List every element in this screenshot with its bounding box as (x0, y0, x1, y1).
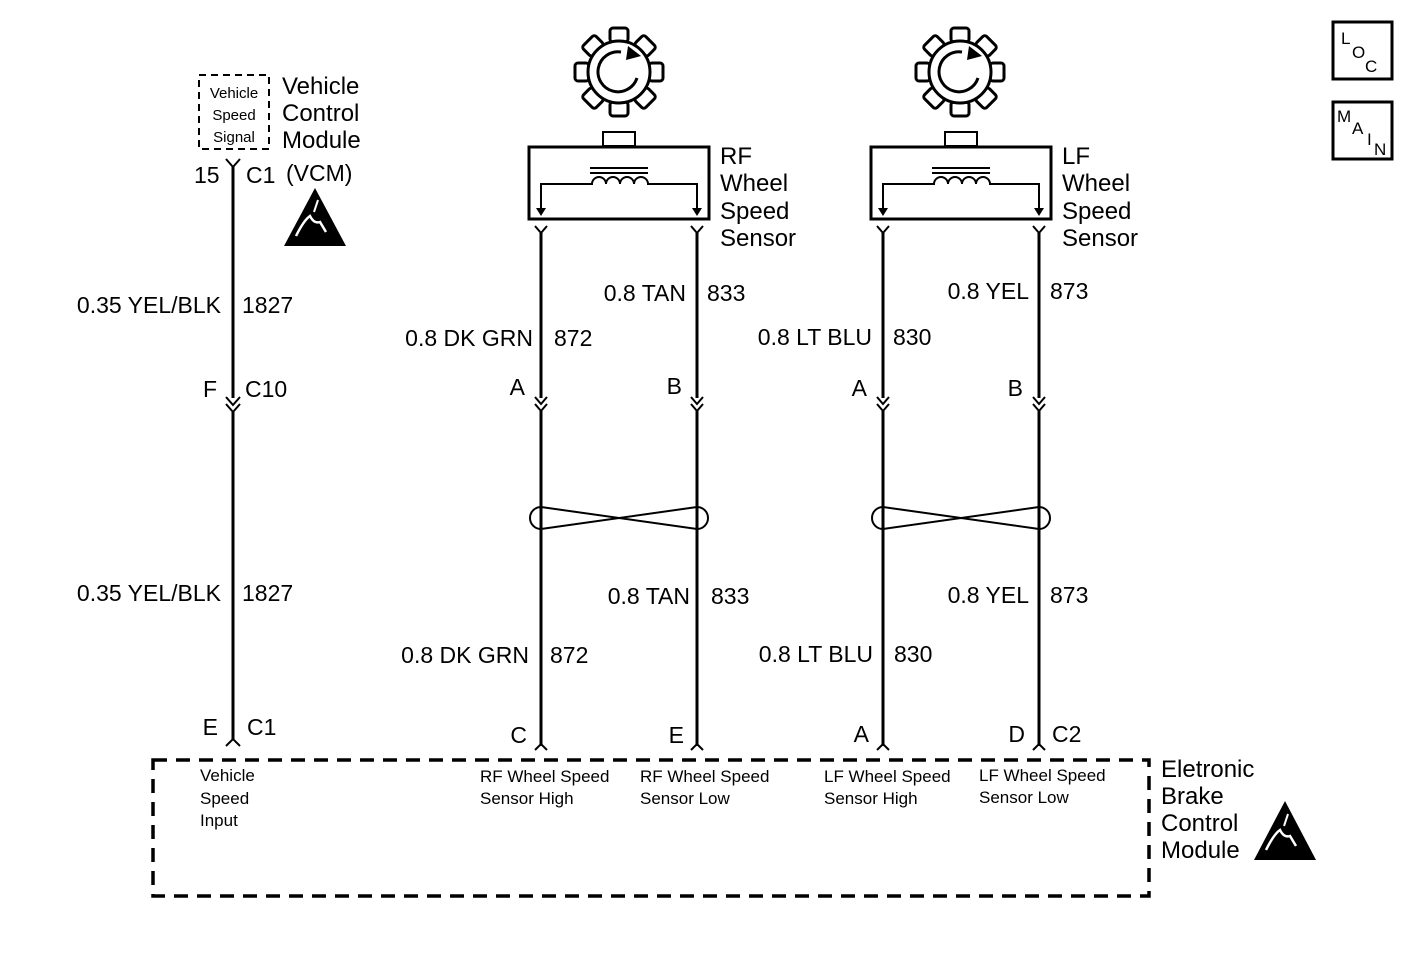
wire-1827-upper-spec: 0.35 YEL/BLK (77, 292, 222, 318)
rf-connector-a: A (510, 374, 526, 400)
ebcm-name-line-1: Eletronic (1161, 756, 1254, 783)
loc-letter-c: C (1365, 57, 1377, 76)
wire-872-lower-spec: 0.8 DK GRN (401, 642, 529, 668)
lf-sensor-label-3: Speed (1062, 198, 1131, 225)
ebcm-input-vsi-line-2: Speed (200, 789, 249, 808)
rf-connector-b: B (667, 373, 682, 399)
wire-872-upper-circuit: 872 (554, 325, 592, 351)
lf-wheel-speed-sensor: LF Wheel Speed Sensor (869, 26, 1138, 252)
wire-1827-lower-circuit: 1827 (242, 580, 293, 606)
main-button[interactable]: M A I N (1331, 100, 1394, 161)
vss-label-line-3: Signal (213, 129, 255, 146)
ebcm-input-rf-high-line-2: Sensor High (480, 789, 574, 808)
ebcm-rf-high-pin: C (510, 722, 527, 748)
vcm-pin-number: 15 (194, 162, 220, 188)
loc-letter-l: L (1341, 29, 1350, 48)
wire-833 (690, 225, 704, 751)
loc-letter-o: O (1352, 43, 1365, 62)
rf-sensor-body (527, 145, 711, 221)
vcm-name-line-3: Module (282, 127, 361, 154)
ebcm-name-line-3: Control (1161, 810, 1238, 837)
main-letter-n: N (1374, 140, 1386, 159)
lf-sensor-label-1: LF (1062, 143, 1090, 170)
wire-873-upper-circuit: 873 (1050, 278, 1088, 304)
rf-twisted-pair-symbol (529, 505, 709, 531)
wire-830 (876, 225, 890, 751)
wire-872-upper-spec: 0.8 DK GRN (405, 325, 533, 351)
loc-button[interactable]: L O C (1331, 20, 1394, 81)
ebcm-c1-connector: C1 (247, 714, 276, 740)
lf-twisted-pair-symbol (871, 505, 1051, 531)
ebcm-rf-low-pin: E (669, 722, 684, 748)
vss-label-line-2: Speed (212, 107, 255, 124)
lf-sensor-label-4: Sensor (1062, 225, 1138, 252)
ebcm-input-vsi-line-3: Input (200, 811, 238, 830)
ebcm-input-lf-low-line-2: Sensor Low (979, 788, 1069, 807)
ebcm-name-line-4: Module (1161, 837, 1240, 864)
wire-833-upper-circuit: 833 (707, 280, 745, 306)
main-letter-i: I (1367, 130, 1372, 149)
vcm-c10-pin: F (203, 376, 217, 402)
vcm-name-line-1: Vehicle (282, 73, 359, 100)
ebcm-input-rf-low-line-1: RF Wheel Speed (640, 767, 769, 786)
rf-sensor-label-1: RF (720, 143, 752, 170)
ebcm-input-lf-low-line-1: LF Wheel Speed (979, 766, 1106, 785)
vcm-abbreviation: (VCM) (286, 160, 352, 186)
rf-sensor-label-3: Speed (720, 198, 789, 225)
esd-warning-icon (284, 188, 346, 246)
wire-873-upper-spec: 0.8 YEL (948, 278, 1030, 304)
rf-reluctor-wheel-icon (573, 26, 665, 118)
lf-sensor-body (869, 145, 1053, 221)
ebcm-input-vsi-line-1: Vehicle (200, 766, 255, 785)
electronic-brake-control-module: Vehicle Speed Input RF Wheel Speed Senso… (151, 756, 1316, 898)
ebcm-input-rf-low-line-2: Sensor Low (640, 789, 730, 808)
rf-sensor-label-2: Wheel (720, 170, 788, 197)
wire-872-lower-circuit: 872 (550, 642, 588, 668)
wire-873-lower-spec: 0.8 YEL (948, 582, 1030, 608)
wire-1827-lower-spec: 0.35 YEL/BLK (77, 580, 222, 606)
wire-873 (1032, 225, 1046, 751)
ebcm-name-line-2: Brake (1161, 783, 1224, 810)
vcm-c10-connector: C10 (245, 376, 287, 402)
wire-833-lower-spec: 0.8 TAN (608, 583, 690, 609)
vcm-connector-id: C1 (246, 162, 275, 188)
vcm-name-line-2: Control (282, 100, 359, 127)
ebcm-boundary (151, 758, 1151, 898)
lf-sensor-label-2: Wheel (1062, 170, 1130, 197)
lf-reluctor-wheel-icon (914, 26, 1006, 118)
main-letter-a: A (1352, 119, 1364, 138)
esd-warning-icon (1254, 801, 1316, 860)
wire-1827 (225, 158, 241, 747)
ebcm-lf-high-pin: A (854, 721, 870, 747)
ebcm-lf-low-pin: D (1008, 721, 1025, 747)
wire-830-lower-circuit: 830 (894, 641, 932, 667)
vehicle-control-module: Vehicle Speed Signal Vehicle Control Mod… (194, 73, 361, 246)
wire-873-lower-circuit: 873 (1050, 582, 1088, 608)
rf-sensor-label-4: Sensor (720, 225, 796, 252)
wire-872 (534, 225, 548, 751)
ebcm-c2-connector: C2 (1052, 721, 1081, 747)
wire-830-lower-spec: 0.8 LT BLU (759, 641, 873, 667)
ebcm-input-lf-high-line-1: LF Wheel Speed (824, 767, 951, 786)
ebcm-input-rf-high-line-1: RF Wheel Speed (480, 767, 609, 786)
wire-833-lower-circuit: 833 (711, 583, 749, 609)
wire-830-upper-circuit: 830 (893, 324, 931, 350)
wire-830-upper-spec: 0.8 LT BLU (758, 324, 872, 350)
vss-label-line-1: Vehicle (210, 85, 258, 102)
main-letter-m: M (1337, 107, 1351, 126)
ebcm-vsi-pin: E (203, 714, 218, 740)
lf-connector-a: A (852, 375, 868, 401)
ebcm-input-lf-high-line-2: Sensor High (824, 789, 918, 808)
wire-1827-upper-circuit: 1827 (242, 292, 293, 318)
wire-833-upper-spec: 0.8 TAN (604, 280, 686, 306)
rf-wheel-speed-sensor: RF Wheel Speed Sensor (527, 26, 796, 252)
lf-connector-b: B (1008, 375, 1023, 401)
